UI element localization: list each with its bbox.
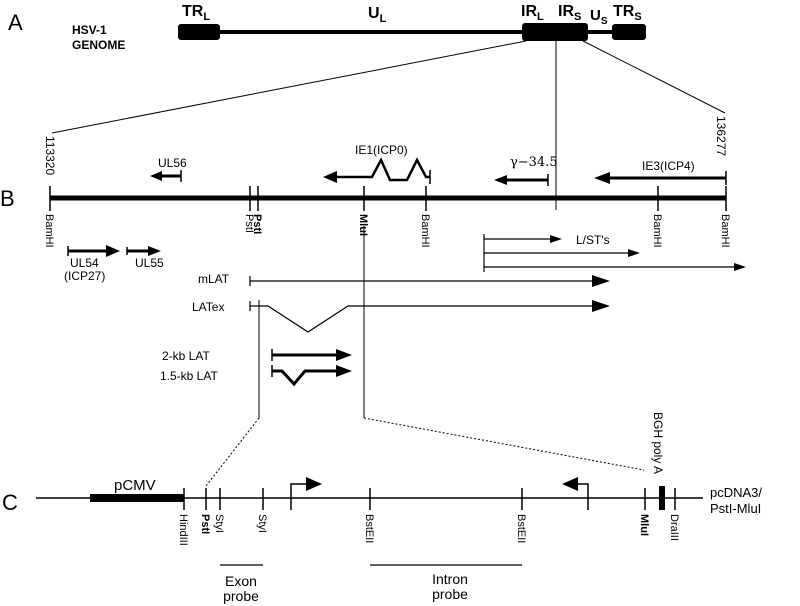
mlui-dotted-connector [363, 417, 645, 471]
irl-label: IRL [521, 3, 544, 23]
bamhi-1-label: BamHI [43, 214, 55, 248]
ie3-arrowhead [594, 172, 610, 184]
psti-2-label: PstI [251, 214, 263, 234]
ie1-label: IE1(ICP0) [355, 143, 408, 157]
exon-probe-line1: Exon [225, 573, 257, 589]
intron-probe-line1: Intron [432, 571, 468, 587]
psti-dotted-connector [205, 417, 260, 487]
latex-label: LATex [192, 300, 224, 314]
coord-left-label: 113320 [43, 136, 57, 175]
bgh-polya-label: BGH poly A [651, 412, 665, 474]
draiii-label: DraIII [668, 514, 680, 541]
ul-label: UL [368, 5, 387, 25]
psti-1-label: PstI [243, 214, 255, 233]
genome-label-line1: HSV-1 [72, 23, 107, 37]
panel-label-b: B [0, 186, 15, 211]
exon-probe-line2: probe [223, 588, 259, 604]
ul55-label: UL55 [135, 256, 164, 270]
styi-1-label: StyI [213, 514, 225, 533]
lat15kb-label: 1.5-kb LAT [160, 369, 218, 383]
icp27-label: (ICP27) [64, 269, 105, 283]
bamhi-2-label: BamHI [419, 214, 431, 248]
trl-label: TRL [182, 3, 210, 23]
mlui-label: MluI [357, 214, 369, 236]
genome-label-line2: GENOME [72, 38, 125, 52]
us-label: US [590, 7, 608, 27]
gamma345-label: γ−34.5 [510, 155, 558, 170]
irs-label: IRS [558, 3, 581, 23]
ie1-gene [335, 157, 430, 182]
intron-probe-line2: probe [432, 586, 468, 602]
plasmid-name-line2: PstI-MluI [710, 501, 761, 516]
mlat-label: mLAT [198, 272, 230, 286]
trs-box [612, 24, 646, 40]
trs-label: TRS [613, 3, 642, 23]
expansion-line-left [51, 40, 527, 134]
latex-line [250, 305, 594, 333]
panel-label-a: A [8, 10, 23, 35]
ul54-arrowhead [106, 245, 120, 257]
panel-label-c: C [2, 490, 18, 515]
bgh-polya-bar [659, 486, 665, 510]
pcmv-bar [90, 494, 184, 502]
styi-2-label: StyI [256, 514, 268, 533]
ir-box [522, 23, 588, 41]
bamhi-4-label: BamHI [719, 214, 731, 248]
trl-box [178, 24, 220, 40]
pcmv-label: pCMV [114, 477, 156, 494]
hindiii-label: HindIII [177, 514, 189, 546]
promoter-forward-arrowhead [306, 477, 322, 491]
lst-transcripts [483, 234, 746, 272]
ul55-arrowhead [148, 246, 161, 256]
bsteii-1-label: BstEII [363, 514, 375, 543]
lat15kb-arrowhead [336, 365, 352, 377]
latex-arrowhead [592, 300, 610, 312]
bsteii-2-label: BstEII [515, 514, 527, 543]
lst-label: L/ST's [576, 233, 610, 247]
plasmid-name-line1: pcDNA3/ [710, 485, 762, 500]
gamma345-arrowhead [494, 175, 507, 185]
promoter-forward [290, 483, 310, 510]
ul56-arrowhead [150, 171, 162, 181]
ie3-label: IE3(ICP4) [642, 159, 695, 173]
ul54-label: UL54 [70, 256, 99, 270]
lat2kb-arrowhead [336, 349, 352, 361]
coord-right-label: 136277 [714, 116, 728, 156]
ie1-arrowhead [323, 171, 337, 183]
mlat-arrowhead [592, 275, 610, 287]
bamhi-3-label: BamHI [651, 214, 663, 248]
genome-map [178, 23, 646, 41]
lat15kb-line [272, 369, 338, 387]
mlui-c-label: MluI [638, 514, 650, 536]
expansion-line-right [582, 40, 726, 114]
psti-c-label: PstI [199, 514, 211, 534]
ul56-label: UL56 [158, 156, 187, 170]
lat2kb-label: 2-kb LAT [162, 349, 210, 363]
promoter-reverse-arrowhead [562, 477, 578, 491]
promoter-reverse [574, 483, 589, 510]
